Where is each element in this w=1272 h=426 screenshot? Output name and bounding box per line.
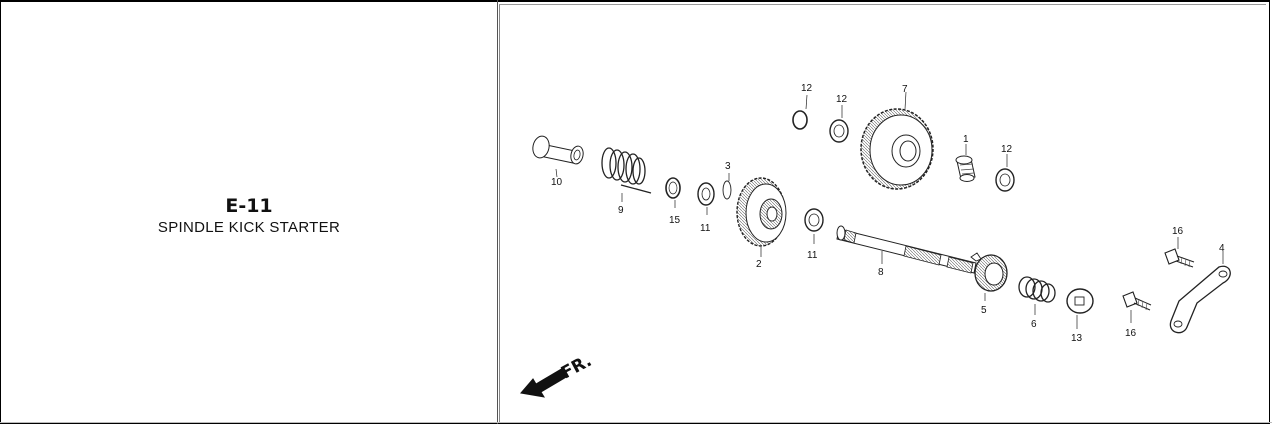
part-5-ratchet bbox=[970, 252, 1008, 292]
part-16-bolt-b bbox=[1122, 291, 1152, 311]
callout-13: 13 bbox=[1071, 333, 1083, 344]
callout-2: 2 bbox=[756, 259, 762, 270]
part-12-washer-a bbox=[829, 119, 849, 143]
callout-11-a: 11 bbox=[700, 223, 711, 234]
part-3-ring bbox=[722, 180, 732, 200]
callout-4: 4 bbox=[1219, 243, 1225, 254]
part-11-washer-b bbox=[804, 208, 824, 232]
diagram-info-panel: E-11 SPINDLE KICK STARTER bbox=[0, 0, 498, 424]
part-8-spindle bbox=[836, 225, 977, 274]
callout-11-b: 11 bbox=[807, 250, 818, 261]
callout-12-a: 12 bbox=[836, 94, 848, 105]
part-9-spring bbox=[601, 147, 652, 194]
bottom-divider bbox=[0, 422, 1272, 423]
callout-9: 9 bbox=[618, 205, 624, 216]
front-direction-arrow-icon bbox=[520, 367, 569, 398]
callout-6: 6 bbox=[1031, 319, 1037, 330]
diagram-code: E-11 bbox=[225, 195, 273, 217]
part-16-bolt-a bbox=[1164, 248, 1195, 268]
callout-3: 3 bbox=[725, 161, 731, 172]
part-14-circlip bbox=[792, 110, 808, 130]
diagram-name: SPINDLE KICK STARTER bbox=[157, 219, 341, 236]
part-15-circlip bbox=[665, 177, 681, 199]
callout-5: 5 bbox=[981, 305, 987, 316]
part-11-washer-a bbox=[697, 182, 715, 206]
callout-12-b: 12 bbox=[1001, 144, 1013, 155]
callout-7: 7 bbox=[902, 84, 908, 95]
part-1-bushing bbox=[955, 155, 976, 182]
part-7-gear bbox=[860, 108, 934, 190]
exploded-view-panel: 10 9 15 11 3 2 11 bbox=[499, 4, 1266, 422]
part-10-collar bbox=[532, 135, 584, 165]
exploded-view-diagram: 10 9 15 11 3 2 11 bbox=[520, 83, 1231, 398]
callout-8: 8 bbox=[878, 267, 884, 278]
callout-16-b: 16 bbox=[1125, 328, 1137, 339]
callout-1: 1 bbox=[963, 134, 969, 145]
part-12-washer-b bbox=[995, 168, 1015, 192]
part-6-spring bbox=[1018, 276, 1056, 303]
callout-15: 15 bbox=[669, 215, 681, 226]
callout-16-a: 16 bbox=[1172, 226, 1184, 237]
part-2-gear bbox=[736, 177, 787, 247]
part-4-arm bbox=[1169, 265, 1231, 334]
part-13-washer bbox=[1066, 288, 1094, 314]
callout-10: 10 bbox=[551, 177, 563, 188]
callout-14: 12 bbox=[801, 83, 813, 94]
